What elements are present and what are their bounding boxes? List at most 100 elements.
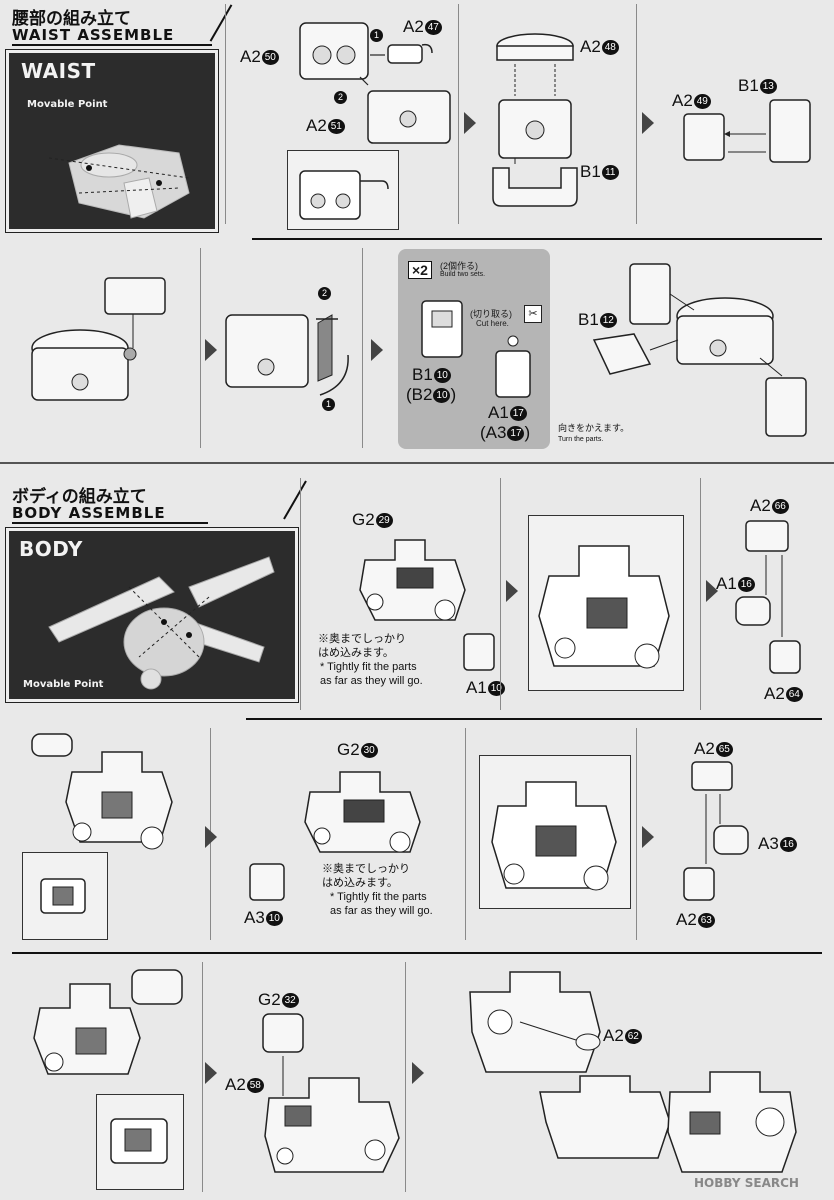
waist-header-slash <box>209 4 233 42</box>
turn-parts-jp: 向きをかえます。 <box>558 423 630 433</box>
body-step5-frame-illustration <box>304 771 421 853</box>
next-step-arrow <box>205 826 217 848</box>
divider <box>458 4 459 224</box>
section-separator <box>0 462 834 464</box>
build-two-sets-en: Build two sets. <box>440 271 486 278</box>
waist-title-jp: 腰部の組み立て <box>12 9 131 29</box>
waist-step1-detail-illustration <box>299 170 389 220</box>
step-marker-2: 2 <box>334 91 347 104</box>
divider <box>465 728 466 940</box>
next-step-arrow <box>371 339 383 361</box>
fit-note-en: * Tightly fit the parts as far as they w… <box>330 891 433 917</box>
cut-here-en: Cut here. <box>476 319 509 328</box>
divider <box>700 478 701 710</box>
body-render-illustration <box>48 556 275 690</box>
body-hero-panel: BODY Movable Point <box>6 528 298 702</box>
fit-note-jp: ※奥までしっかり はめ込みます。 <box>322 863 410 889</box>
row-rule <box>246 718 822 720</box>
body-step8-detail-frame <box>96 1094 184 1190</box>
waist-render-illustration <box>49 144 190 219</box>
body-step4-detail-illustration <box>40 878 86 914</box>
waist-step6-diagram <box>592 263 807 437</box>
next-step-arrow <box>706 580 718 602</box>
body-title-en: BODY ASSEMBLE <box>12 504 166 522</box>
waist-step2-diagram <box>492 33 578 207</box>
body-step6-frame <box>479 755 631 909</box>
body-step1-part-illustration <box>463 633 495 671</box>
divider <box>636 728 637 940</box>
divider <box>405 962 406 1192</box>
next-step-arrow <box>642 826 654 848</box>
fit-note-en: * Tightly fit the parts as far as they w… <box>320 661 423 687</box>
waist-step5-diagram <box>225 314 349 396</box>
body-step7-diagram <box>683 761 749 901</box>
divider <box>300 478 301 710</box>
turn-parts-en: Turn the parts. <box>558 436 604 443</box>
body-step10-diagram <box>469 971 797 1173</box>
row-rule <box>252 238 822 240</box>
body-step5-part-illustration <box>249 863 285 901</box>
waist-hero-panel: WAIST Movable Point <box>6 50 218 232</box>
body-step6-illustration <box>491 781 617 891</box>
step-marker-2: 2 <box>318 287 331 300</box>
next-step-arrow <box>205 339 217 361</box>
fit-note-jp: ※奥までしっかり はめ込みます。 <box>318 633 406 659</box>
body-step9-diagram <box>262 1013 400 1173</box>
next-step-arrow <box>464 112 476 134</box>
body-step4-detail-frame <box>22 852 108 940</box>
waist-movable-label: Movable Point <box>27 99 108 110</box>
body-step3-diagram <box>735 520 801 674</box>
body-hero-label: BODY <box>19 537 83 561</box>
next-step-arrow <box>642 112 654 134</box>
row-rule <box>12 952 822 954</box>
body-step2-illustration <box>538 545 670 669</box>
waist-step1-diagram <box>299 22 451 144</box>
body-step8-diagram <box>33 969 183 1075</box>
body-header-rule <box>12 522 208 524</box>
next-step-arrow <box>412 1062 424 1084</box>
step-marker-1: 1 <box>322 398 335 411</box>
callout-part-a1-illustration <box>495 335 531 398</box>
body-movable-label: Movable Point <box>23 679 104 690</box>
divider <box>636 4 637 224</box>
divider <box>202 962 203 1192</box>
waist-hero-label: WAIST <box>21 59 96 83</box>
waist-header-rule <box>12 44 212 46</box>
body-step4-diagram <box>31 733 173 850</box>
divider <box>500 478 501 710</box>
waist-step3-diagram <box>683 99 811 163</box>
body-step1-frame-illustration <box>359 539 466 621</box>
set-count-badge: ×2 <box>408 261 432 279</box>
build-two-sets-jp: (2個作る) <box>440 261 478 271</box>
divider <box>200 248 201 448</box>
body-step8-detail-illustration <box>110 1118 168 1164</box>
watermark-text: HOBBY SEARCH <box>694 1176 799 1190</box>
divider <box>362 248 363 448</box>
waist-step4-diagram <box>31 277 166 401</box>
waist-step1-detail-frame <box>287 150 399 230</box>
body-header-slash <box>283 480 307 520</box>
divider <box>225 4 226 224</box>
